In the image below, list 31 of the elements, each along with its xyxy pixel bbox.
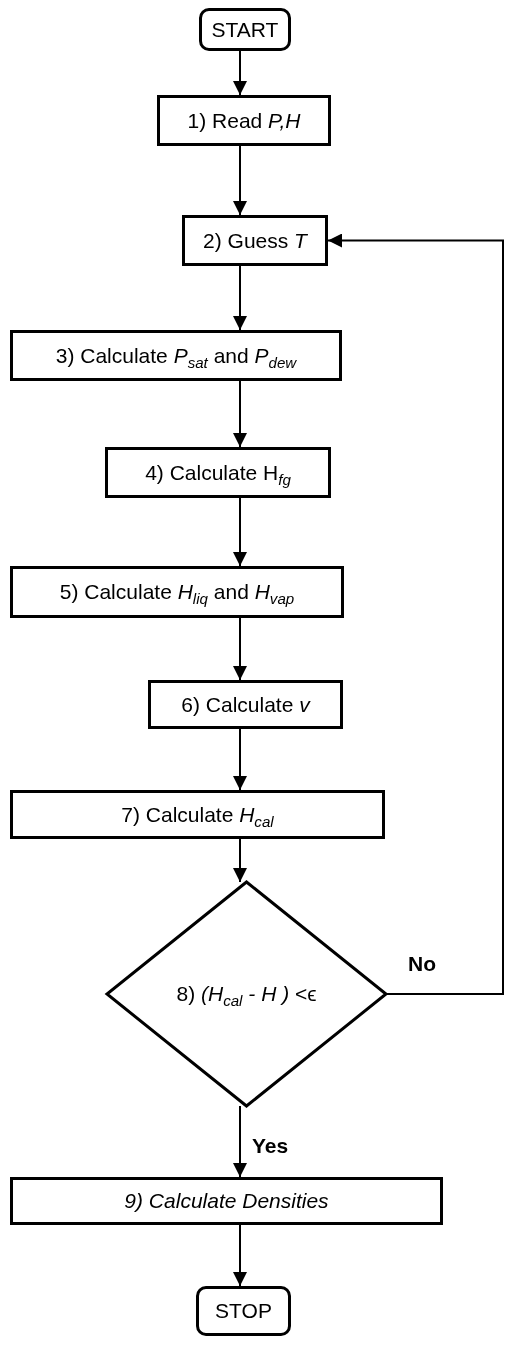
arrow bbox=[233, 145, 247, 216]
terminal-box bbox=[199, 8, 291, 51]
arrow bbox=[233, 838, 247, 883]
decision-diamond bbox=[104, 880, 389, 1108]
process-box bbox=[148, 680, 343, 729]
node-text: 9) Calculate Densities bbox=[124, 1189, 329, 1213]
process-box bbox=[10, 1177, 443, 1225]
node-text: 6) Calculate v bbox=[181, 692, 310, 717]
arrow bbox=[327, 233, 504, 995]
process-box bbox=[105, 447, 331, 498]
process-box bbox=[10, 566, 344, 618]
arrow bbox=[233, 728, 247, 791]
arrow bbox=[233, 617, 247, 681]
process-box bbox=[10, 330, 342, 381]
node-text: STOP bbox=[215, 1299, 272, 1323]
node-text: 8) (H$_{cal}$ - H ) <ϵ bbox=[176, 982, 317, 1006]
process-box bbox=[10, 790, 385, 839]
arrow bbox=[233, 265, 247, 331]
arrow bbox=[233, 50, 247, 96]
node-text: 2) Guess T bbox=[203, 228, 307, 253]
node-text: START bbox=[211, 17, 279, 42]
arrow bbox=[233, 1105, 247, 1178]
arrow bbox=[233, 1224, 247, 1287]
process-box bbox=[182, 215, 328, 266]
node-text: 1) Read P,H bbox=[187, 108, 301, 133]
arrow bbox=[233, 497, 247, 567]
node-text: 3) Calculate P$_{sat}$ and P$_{dew}$ bbox=[55, 343, 297, 368]
arrow bbox=[233, 380, 247, 448]
terminal-box bbox=[196, 1286, 291, 1336]
node-text: 7) Calculate H$_{cal}$ bbox=[121, 802, 274, 827]
process-box bbox=[157, 95, 331, 146]
